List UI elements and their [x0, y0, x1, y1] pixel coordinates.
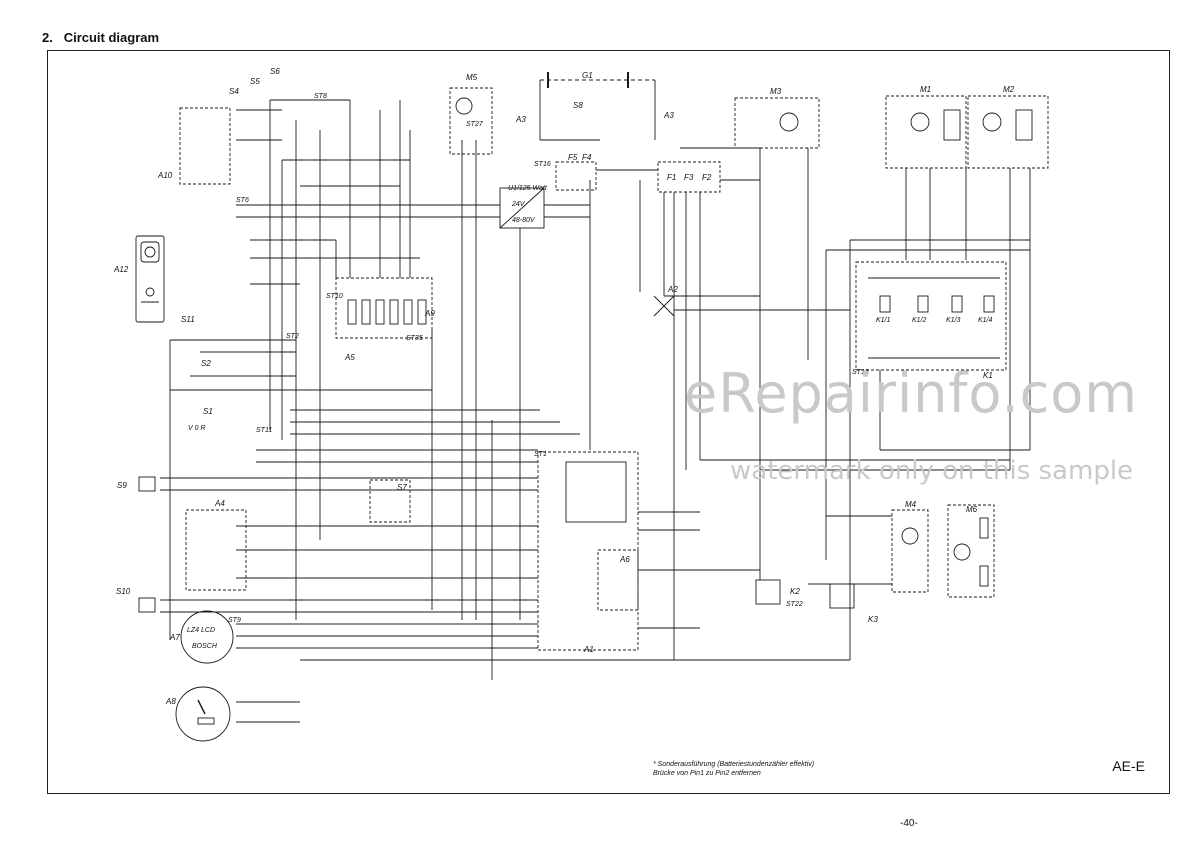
diagram-frame: [47, 50, 1170, 794]
footnote: * Sonderausführung (Batteriestundenzähle…: [653, 761, 815, 777]
label-f1: F1: [667, 173, 676, 182]
k1-relay-1: K1/1: [876, 317, 891, 324]
label-a10: A10: [157, 171, 173, 180]
label-a3-right: A3: [663, 111, 674, 120]
connector-st18: ST16: [534, 161, 551, 168]
label-a1: A1: [583, 645, 594, 654]
label-s2: S2: [201, 359, 211, 368]
label-m6: M6: [966, 505, 978, 514]
m1-motor: [910, 112, 930, 132]
label-k2: K2: [790, 587, 800, 596]
watermark-notice: watermark only on this sample: [730, 456, 1134, 486]
label-s1: S1: [203, 407, 213, 416]
m5-motor: [455, 97, 473, 115]
label-s7: S7: [397, 483, 407, 492]
f5f4-box: [555, 161, 597, 191]
label-f4: F4: [582, 153, 592, 162]
m4-motor: [901, 527, 919, 545]
converter-title: U1/125 Watt: [508, 185, 548, 192]
label-s5: S5: [250, 77, 260, 86]
connector-st6: ST6: [236, 197, 249, 204]
label-k1: K1: [983, 371, 993, 380]
label-m5: M5: [466, 73, 478, 82]
label-m1: M1: [920, 85, 931, 94]
converter-in: 24V: [511, 201, 526, 208]
u1-converter: [499, 187, 545, 229]
a9-box: [335, 277, 433, 339]
a10-box: [179, 107, 231, 185]
label-a2: A2: [667, 285, 678, 294]
watermark-site: eRepairinfo.com: [684, 362, 1138, 425]
m3-motor: [779, 112, 799, 132]
a1-box: [537, 451, 639, 651]
k1-box: [855, 261, 1007, 371]
s7-box: [369, 479, 411, 523]
label-f5: F5: [568, 153, 578, 162]
label-s9: S9: [117, 481, 127, 490]
k1-relay-3: K1/3: [946, 317, 961, 324]
connector-st1: ST1: [534, 451, 547, 458]
label-s11: S11: [181, 315, 195, 324]
connector-st22: ST18: [852, 369, 869, 376]
label-k3: K3: [868, 615, 878, 624]
connector-st16: ST11: [256, 427, 272, 434]
label-a12: A12: [113, 265, 129, 274]
label-a8: A8: [165, 697, 176, 706]
m4-box: [891, 509, 929, 593]
f-box: [657, 161, 721, 193]
m1-box: [885, 95, 967, 169]
k1-relay-2: K1/2: [912, 317, 927, 324]
converter-out: 48-80V: [512, 217, 536, 224]
label-m2: M2: [1003, 85, 1015, 94]
label-s6: S6: [270, 67, 280, 76]
m6-box: [947, 504, 995, 598]
label-f2: F2: [702, 173, 712, 182]
connector-st35: ST35: [406, 335, 423, 342]
label-a6: A6: [619, 555, 630, 564]
m2-motor: [982, 112, 1002, 132]
a7-display-line2: BOSCH: [192, 643, 218, 650]
connector-st10: ST9: [228, 617, 241, 624]
a8-instrument: [175, 686, 231, 742]
connector-st11: ST10: [326, 293, 343, 300]
m3-box: [734, 97, 820, 149]
label-g1: G1: [582, 71, 593, 80]
k1-relay-4: K1/4: [978, 317, 993, 324]
connector-st2: ST2: [286, 333, 299, 340]
m5-box: [449, 87, 493, 155]
connector-st30: ST27: [466, 121, 484, 128]
connector-st25: ST22: [786, 601, 803, 608]
m2-box: [967, 95, 1049, 169]
label-a4: A4: [214, 499, 225, 508]
a6-box: [597, 549, 639, 611]
label-f3: F3: [684, 173, 694, 182]
page-number: -40-: [900, 818, 918, 829]
label-a7: A7: [169, 633, 180, 642]
s1-positions: V 0 R: [188, 425, 206, 432]
a7-display-line1: LZ4 LCD: [187, 627, 215, 634]
label-a5: A5: [344, 353, 355, 362]
connector-st9: ST8: [314, 93, 327, 100]
label-s10: S10: [116, 587, 131, 596]
a7-instrument: [180, 610, 234, 664]
label-m3: M3: [770, 87, 782, 96]
label-s4: S4: [229, 87, 239, 96]
a12-panel: [135, 235, 165, 323]
label-m4: M4: [905, 500, 917, 509]
diagram-code: AE-E: [1112, 758, 1145, 774]
label-a3-left: A3: [515, 115, 526, 124]
label-s8: S8: [573, 101, 583, 110]
label-a9: A9: [424, 309, 435, 318]
page-heading: 2. Circuit diagram: [42, 30, 160, 45]
m6-motor: [953, 543, 971, 561]
